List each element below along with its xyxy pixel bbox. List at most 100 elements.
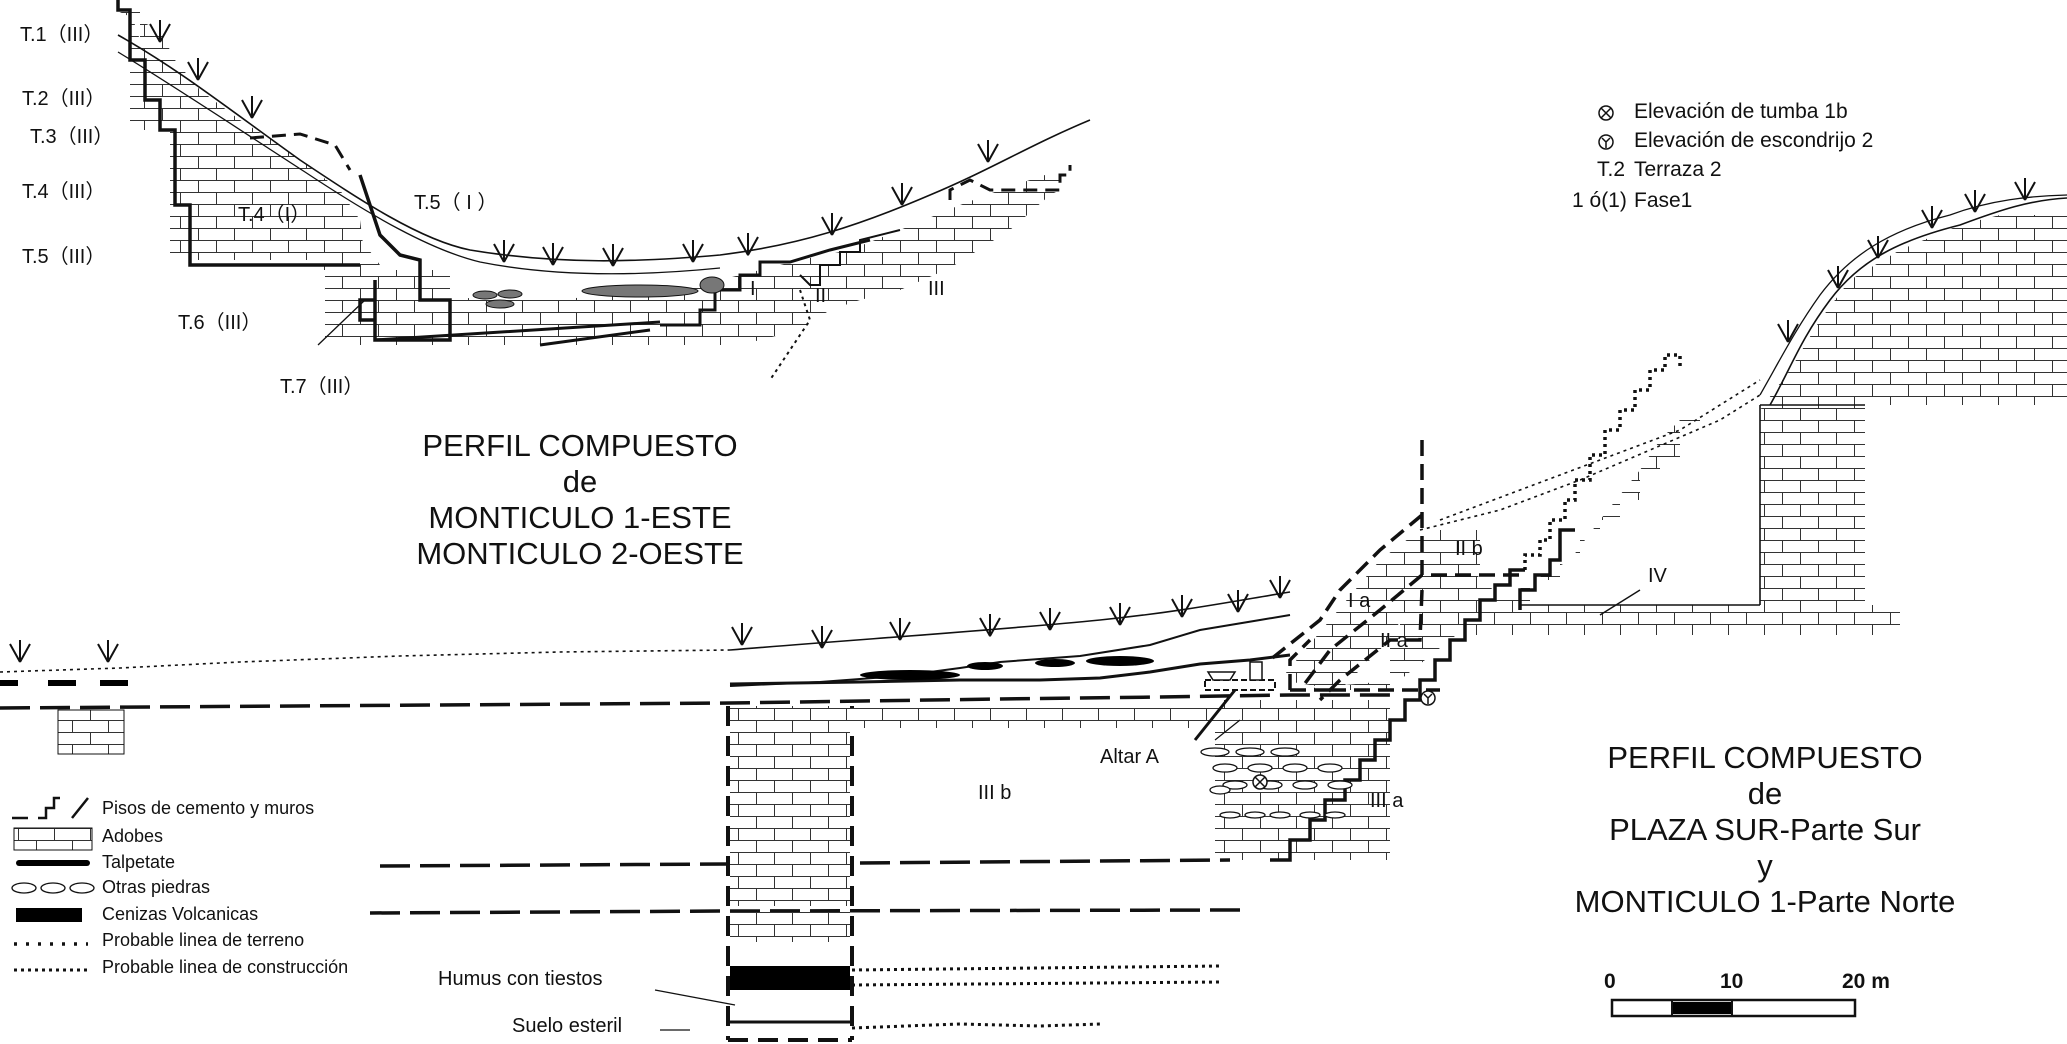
terrace-label: T.5（III） <box>22 246 106 268</box>
plaza-ground-dotted <box>0 649 731 673</box>
phase-label: IV <box>1648 565 1667 587</box>
altar-cups <box>1206 661 1263 681</box>
escondrijo-2-symbol <box>1420 690 1436 706</box>
phase-label: II b <box>1455 538 1483 560</box>
talpetate <box>48 680 76 686</box>
east-adobe-iib <box>1420 530 1480 570</box>
tumba-1b-symbol <box>1252 774 1268 790</box>
legend-label: Otras piedras <box>102 877 211 897</box>
title-west-line: de <box>562 464 598 499</box>
phase-label: III a <box>1370 790 1404 812</box>
east-hill-line-2 <box>1759 194 2067 396</box>
ash-layer <box>730 966 850 990</box>
legend-label: Probable linea de construcción <box>102 957 349 977</box>
terrace-label: T.4（III） <box>22 181 106 203</box>
title-east-line: MONTICULO 1-Parte Norte <box>1574 884 1956 919</box>
title-west-line: MONTICULO 2-OESTE <box>416 536 744 571</box>
key-text: Fase1 <box>1634 189 1693 212</box>
talpetate <box>0 680 18 686</box>
talpetate <box>967 662 1003 670</box>
west-dashed <box>249 132 352 171</box>
west-stone <box>472 290 498 300</box>
plaza-floor-upper <box>729 614 1291 687</box>
key-symbol: 1 ó(1) <box>1572 189 1627 212</box>
west-right-steps-2 <box>799 229 901 286</box>
west-floor <box>374 300 661 347</box>
west-ground-line <box>117 34 1091 262</box>
west-profile <box>115 0 1091 381</box>
inner-label-t5: T.5（ I ） <box>414 192 498 214</box>
phase-label: III <box>928 278 945 300</box>
talpetate <box>860 670 960 680</box>
inner-label-t4: T.4（I） <box>238 204 311 226</box>
phase-label: I <box>750 278 756 300</box>
terrace-label: T.7（III） <box>280 376 364 398</box>
key-text: Elevación de tumba 1b <box>1634 100 1848 123</box>
scale-label: 0 <box>1604 970 1616 993</box>
east-probable-line <box>1419 394 1761 531</box>
phase-label: I a <box>1348 590 1371 612</box>
pit-adobe-2 <box>730 912 850 942</box>
east-adobe-hill <box>1760 215 2067 605</box>
east-stair-solid-2 <box>1518 528 1575 610</box>
east-stair-solid <box>1270 568 1525 862</box>
scale-label: 10 <box>1720 970 1744 993</box>
altar-label: Altar A <box>1100 746 1159 768</box>
plaza-ground-line <box>729 591 1291 651</box>
west-structure-steps <box>116 0 360 267</box>
talpetate <box>1035 659 1075 667</box>
phase-label: III b <box>978 782 1012 804</box>
plaza-profile <box>0 177 2036 1042</box>
terrace-label: T.2（III） <box>22 88 106 110</box>
east-leader-iv <box>1599 589 1641 616</box>
title-west-line: MONTICULO 1-ESTE <box>428 500 732 535</box>
title-east-line: PLAZA SUR-Parte Sur <box>1609 812 1921 847</box>
west-stone <box>485 299 515 309</box>
talpetate <box>100 680 128 686</box>
east-dashed-walls-2 <box>1318 589 1440 702</box>
title-east-line: de <box>1747 776 1783 811</box>
legend-label: Probable linea de terreno <box>102 930 305 950</box>
west-leader <box>317 299 366 346</box>
east-probable-line-2 <box>1439 379 1761 521</box>
floor-dashed-2 <box>379 858 1231 868</box>
floor-dashed-1 <box>0 693 1390 710</box>
phase-label: II <box>815 285 827 307</box>
west-stone <box>699 276 725 294</box>
plaza-floor-lower <box>729 653 1291 686</box>
suelo-label: Suelo esteril <box>512 1015 623 1037</box>
west-adobe-mass <box>130 10 1060 345</box>
phase-label: II a <box>1380 630 1408 652</box>
legend-label: Adobes <box>102 826 164 846</box>
key-text: Terraza 2 <box>1634 158 1722 181</box>
west-talpetate <box>581 284 699 298</box>
legend-label: Talpetate <box>102 852 176 872</box>
plaza-adobe-mid <box>850 708 1270 728</box>
west-dotted <box>769 289 812 381</box>
terrace-label: T.6（III） <box>178 312 262 334</box>
west-right-top <box>948 165 1072 200</box>
pit-adobe <box>730 706 850 906</box>
humus-label: Humus con tiestos <box>438 968 603 990</box>
legend-floor-symbol <box>12 796 89 820</box>
terrace-label: T.1（III） <box>20 24 104 46</box>
title-east-line: PERFIL COMPUESTO <box>1607 740 1923 775</box>
altar-leader <box>1193 689 1237 741</box>
legend-stones-symbol <box>11 882 95 894</box>
east-profile <box>1215 194 2067 862</box>
scale-bar <box>1610 998 1857 1018</box>
west-stone <box>497 289 523 299</box>
legend-ash-symbol <box>16 908 82 922</box>
legend-talpetate-symbol <box>16 860 90 866</box>
floor-dashed-3 <box>369 908 1241 915</box>
small-adobe <box>57 709 125 755</box>
title-east: PERFIL COMPUESTO de PLAZA SUR-Parte Sur … <box>1540 740 1990 920</box>
east-dashed-walls <box>1268 440 1520 692</box>
altar-leader-2 <box>1214 719 1241 741</box>
key-text: Elevación de escondrijo 2 <box>1634 129 1874 152</box>
title-west: PERFIL COMPUESTO de MONTICULO 1-ESTE MON… <box>390 428 770 572</box>
pit-dotted <box>851 964 1221 987</box>
legend-adobe-symbol <box>13 827 93 851</box>
legend-label: Pisos de cemento y muros <box>102 798 315 818</box>
